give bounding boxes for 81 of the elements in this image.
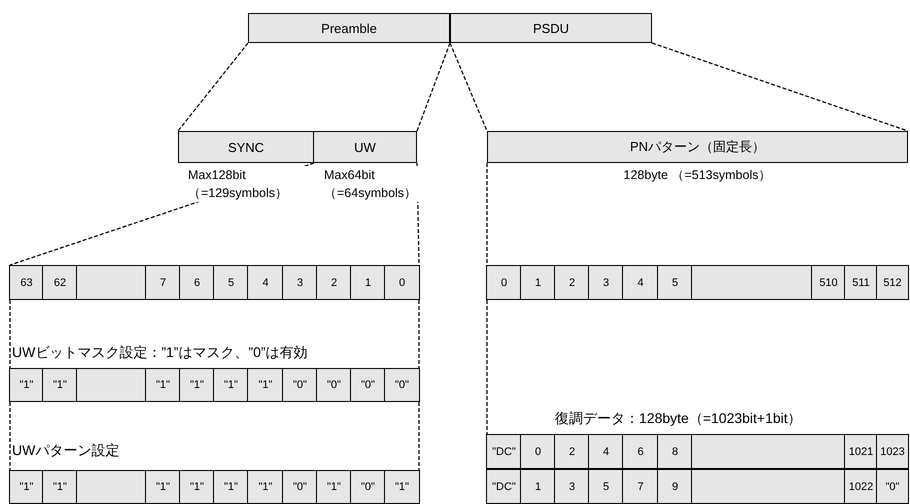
bit-cell: 1 — [520, 469, 556, 504]
size-note: Max128bit （=129symbols） — [188, 166, 308, 202]
bit-cell: 3 — [554, 469, 590, 504]
bit-cell: "0" — [282, 470, 318, 504]
expansion-line — [9, 402, 11, 470]
bit-cell: 5 — [213, 265, 249, 300]
bit-cell: 510 — [811, 265, 846, 300]
bit-cell: "1" — [384, 470, 420, 504]
bit-cell: "1" — [42, 470, 78, 504]
bit-cell: 4 — [622, 265, 659, 300]
bit-cell: 9 — [657, 469, 693, 504]
bit-cell: "0" — [350, 470, 386, 504]
bit-cell: 3 — [282, 265, 318, 300]
bit-cell: 2 — [316, 265, 352, 300]
field-box: Preamble — [248, 13, 450, 43]
expansion-line — [652, 42, 908, 132]
bit-cell: 511 — [844, 265, 878, 300]
bit-cell: "0" — [316, 368, 352, 402]
bit-cell: "1" — [179, 368, 215, 402]
field-box: PNパターン（固定長） — [487, 131, 908, 163]
size-note: 128byte （=513symbols） — [622, 167, 772, 184]
expansion-line — [486, 300, 488, 434]
bit-cell: 2 — [554, 265, 590, 300]
bit-cell: "DC" — [486, 469, 522, 504]
expansion-line — [449, 42, 488, 132]
bit-row — [487, 265, 908, 300]
expansion-line — [418, 300, 420, 368]
bit-row — [10, 368, 419, 402]
bit-cell: 4 — [588, 434, 624, 469]
expansion-line — [418, 402, 420, 470]
bit-cell: "0" — [384, 368, 420, 402]
bit-cell: "0" — [282, 368, 318, 402]
bit-cell: "1" — [247, 368, 284, 402]
bit-cell: 7 — [622, 469, 659, 504]
bit-cell: "1" — [316, 470, 352, 504]
bit-cell: 6 — [179, 265, 215, 300]
expansion-line — [486, 163, 488, 265]
bit-cell: "1" — [9, 368, 44, 402]
bit-row — [10, 265, 419, 300]
expansion-line — [416, 42, 451, 132]
bit-cell: 0 — [486, 265, 522, 300]
bit-cell: 1022 — [844, 469, 878, 504]
row-heading: UWビットマスク設定：”1”はマスク、”0”は有効 — [12, 344, 308, 362]
bit-cell: 6 — [622, 434, 659, 469]
bit-cell: 5 — [657, 265, 693, 300]
bit-cell: 4 — [247, 265, 284, 300]
bit-cell: 1 — [350, 265, 386, 300]
bit-cell: 1023 — [876, 434, 909, 469]
bit-cell: 63 — [9, 265, 44, 300]
bit-cell: "DC" — [486, 434, 522, 469]
bit-cell: 5 — [588, 469, 624, 504]
bit-cell: "1" — [145, 470, 181, 504]
expansion-line — [9, 300, 11, 368]
bit-cell: 1021 — [844, 434, 878, 469]
bit-cell: 3 — [588, 265, 624, 300]
bit-cell: 1 — [520, 265, 556, 300]
row-heading: UWパターン設定 — [12, 442, 120, 460]
bit-cell: "0" — [350, 368, 386, 402]
bit-row — [487, 469, 908, 504]
bit-row — [487, 434, 908, 469]
bit-cell: 62 — [42, 265, 78, 300]
bit-cell: 0 — [384, 265, 420, 300]
field-box: SYNC — [178, 131, 314, 163]
bit-cell: "1" — [213, 368, 249, 402]
bit-cell: "1" — [213, 470, 249, 504]
bit-cell: 7 — [145, 265, 181, 300]
expansion-line — [178, 42, 248, 132]
field-box: UW — [313, 131, 417, 163]
bit-cell: "1" — [42, 368, 78, 402]
bit-cell: 0 — [520, 434, 556, 469]
field-box: PSDU — [450, 13, 652, 43]
bit-cell: 2 — [554, 434, 590, 469]
size-note: Max64bit （=64symbols） — [324, 166, 419, 202]
bit-row — [10, 470, 419, 504]
bit-cell: 8 — [657, 434, 693, 469]
bit-cell: "0" — [876, 469, 909, 504]
bit-cell: "1" — [9, 470, 44, 504]
bit-cell: "1" — [145, 368, 181, 402]
bit-cell: "1" — [247, 470, 284, 504]
bit-cell: 512 — [876, 265, 909, 300]
bit-cell: "1" — [179, 470, 215, 504]
